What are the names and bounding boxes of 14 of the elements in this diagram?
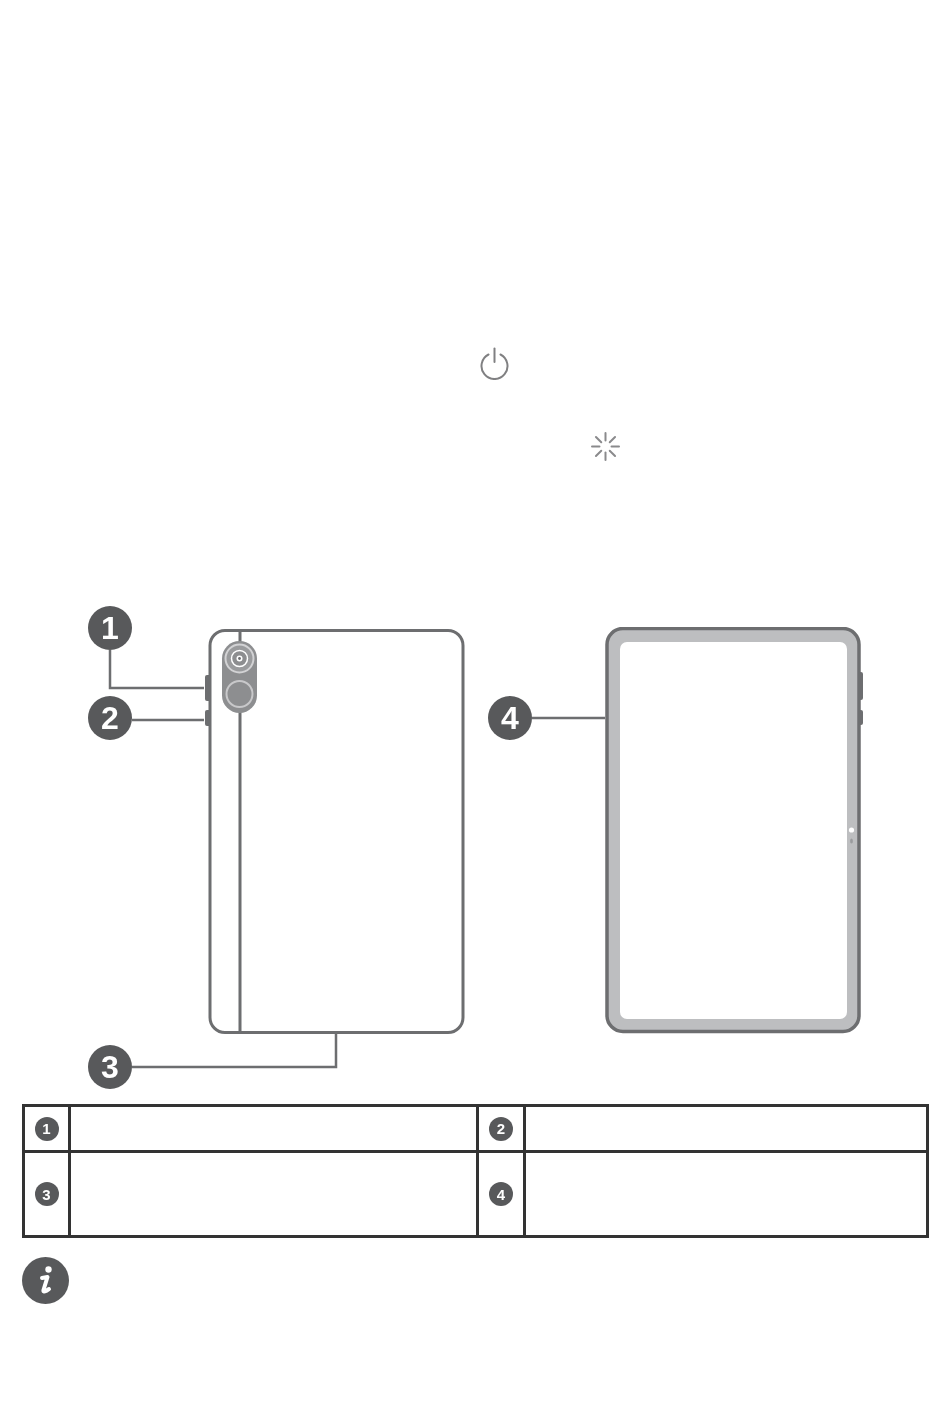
callout-number: 1 [34,1116,59,1141]
callout-number: 3 [88,1045,132,1089]
callout-number: 4 [489,1182,513,1206]
leader-line [108,650,204,690]
callout-number: 1 [88,606,132,650]
callout-number: 3 [34,1182,59,1206]
leader-line [132,718,204,722]
leader-line [532,716,605,720]
tablet-back-drawing [204,629,465,1034]
callout-number: 2 [88,696,132,740]
callout-number: 4 [488,696,532,740]
leader-line [132,1034,338,1069]
tablet-front-drawing [605,627,864,1034]
callout-number: 2 [489,1116,513,1141]
